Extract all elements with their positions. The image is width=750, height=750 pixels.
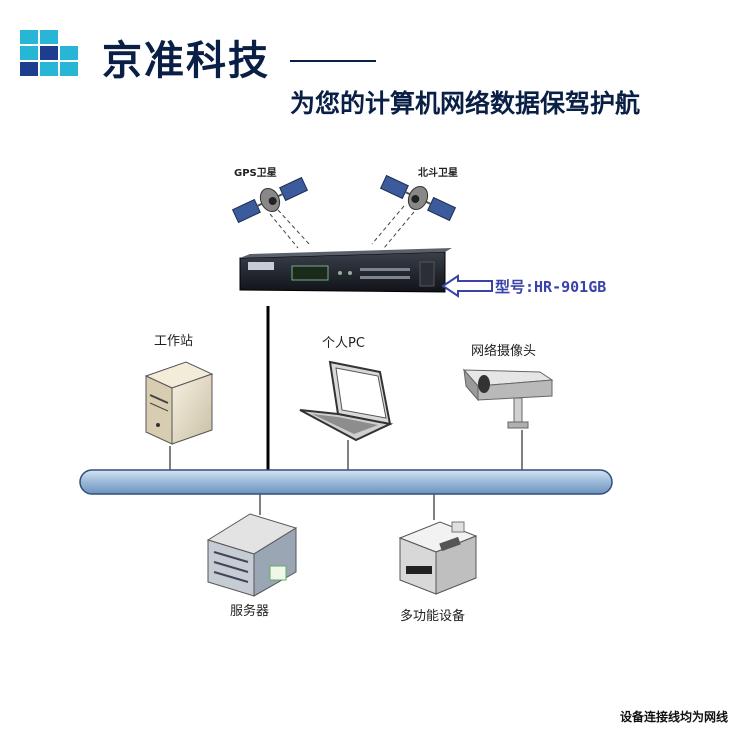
network-bus <box>79 469 613 495</box>
device-model-label: 型号:HR-901GB <box>495 278 607 296</box>
time-server-device-icon <box>239 248 452 293</box>
gps-satellite-icon <box>231 176 311 249</box>
network-camera-icon <box>462 368 554 429</box>
gps-satellite-label: GPS卫星 <box>234 168 277 179</box>
server-label: 服务器 <box>230 604 270 619</box>
brand-name: 京准科技 <box>102 37 270 84</box>
multifunction-device-icon <box>398 521 478 595</box>
server-icon <box>206 513 298 597</box>
camera-label: 网络摄像头 <box>471 344 537 359</box>
slogan: 为您的计算机网络数据保驾护航 <box>290 89 641 118</box>
pc-label: 个人PC <box>322 336 365 351</box>
workstation-icon <box>144 361 214 445</box>
model-arrow-icon <box>441 274 493 298</box>
laptop-icon <box>299 360 394 442</box>
company-logo <box>14 22 92 88</box>
brand-divider <box>290 60 376 62</box>
beidou-satellite-icon <box>371 174 457 249</box>
beidou-satellite-label: 北斗卫星 <box>418 168 458 179</box>
mfp-label: 多功能设备 <box>400 609 466 624</box>
footer-note: 设备连接线均为网线 <box>619 710 728 724</box>
workstation-label: 工作站 <box>154 334 194 349</box>
